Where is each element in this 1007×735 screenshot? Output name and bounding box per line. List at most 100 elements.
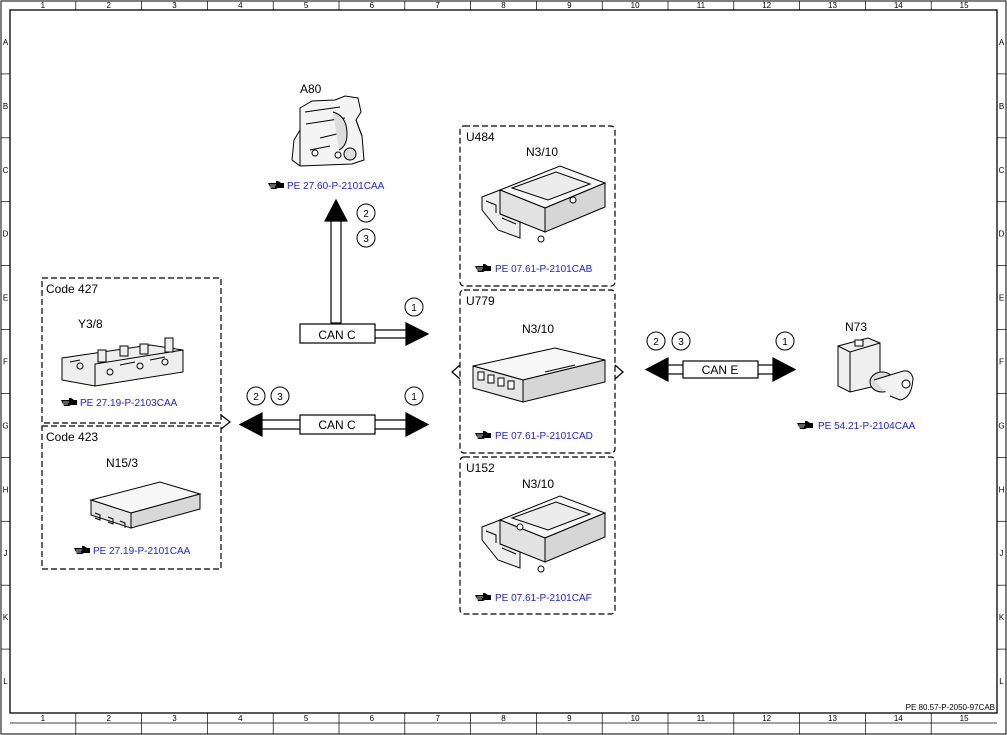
marker-3-a80: 3 [356, 228, 376, 248]
document-reference: PE 80.57-P-2050-97CAB [906, 703, 995, 712]
grid-row-K-right: K [999, 613, 1005, 622]
pointing-hand-icon [474, 592, 492, 602]
can-c-upper-label: CAN C [318, 328, 356, 342]
grid-column-11-top: 11 [697, 1, 706, 10]
grid-row-E-right: E [999, 294, 1004, 303]
u779-reference-link[interactable]: PE 07.61-P-2101CAD [495, 431, 593, 442]
grid-column-9-top: 9 [567, 1, 572, 10]
grid-row-G-right: G [998, 421, 1004, 430]
grid-column-10-bottom: 10 [631, 714, 640, 723]
marker-1-upper: 1 [404, 297, 424, 317]
n15-3-control-unit-image [89, 481, 202, 529]
svg-text:1: 1 [411, 392, 417, 403]
svg-text:2: 2 [653, 337, 659, 348]
middle-dashed-group [459, 125, 616, 615]
n15-3-label: N15/3 [106, 456, 138, 470]
grid-column-2-top: 2 [106, 1, 111, 10]
grid-row-H-left: H [3, 485, 9, 494]
a80-label: A80 [300, 82, 322, 96]
left-group-bracket-tip [220, 414, 231, 430]
grid-row-L-left: L [3, 677, 8, 686]
u484-reference-link[interactable]: PE 07.61-P-2101CAB [495, 264, 593, 275]
can-c-lower-bus [238, 412, 430, 437]
grid-row-F-left: F [3, 358, 8, 367]
n73-ignition-switch-image [837, 337, 914, 401]
can-c-arrow-to-a80 [324, 198, 348, 324]
y3-8-reference-link[interactable]: PE 27.19-P-2103CAA [80, 398, 178, 409]
grid-row-D-right: D [999, 230, 1005, 239]
grid-row-E-left: E [3, 294, 8, 303]
can-e-bus [644, 357, 797, 382]
grid-column-5-bottom: 5 [304, 714, 309, 723]
grid-column-1-top: 1 [41, 1, 46, 10]
n15-3-reference-link[interactable]: PE 27.19-P-2101CAA [93, 546, 191, 557]
u484-n3-10-label: N3/10 [526, 145, 558, 159]
left-dashed-group [41, 277, 222, 570]
code-427-group-label: Code 427 [46, 282, 98, 296]
grid-column-13-bottom: 13 [828, 714, 837, 723]
svg-text:3: 3 [678, 337, 684, 348]
grid-column-14-top: 14 [894, 1, 903, 10]
grid-row-L-right: L [999, 677, 1004, 686]
grid-column-12-bottom: 12 [762, 714, 771, 723]
grid-column-7-top: 7 [435, 1, 440, 10]
pointing-hand-icon [73, 545, 91, 555]
marker-2-lower: 2 [246, 386, 266, 406]
grid-column-15-top: 15 [960, 1, 969, 10]
grid-row-B-left: B [3, 102, 8, 111]
grid-column-12-top: 12 [762, 1, 771, 10]
svg-text:1: 1 [411, 303, 417, 314]
svg-text:2: 2 [253, 392, 259, 403]
grid-row-A-right: A [999, 38, 1005, 47]
grid-row-D-left: D [3, 230, 9, 239]
grid-row-J-right: J [1000, 549, 1004, 558]
n73-reference-link[interactable]: PE 54.21-P-2104CAA [818, 421, 916, 432]
grid-column-2-bottom: 2 [106, 714, 111, 723]
grid-row-A-left: A [3, 38, 9, 47]
u779-n3-10-label: N3/10 [522, 322, 554, 336]
marker-3-lower: 3 [270, 386, 290, 406]
grid-column-6-bottom: 6 [370, 714, 375, 723]
grid-column-11-bottom: 11 [697, 714, 706, 723]
grid-column-1-bottom: 1 [41, 714, 46, 723]
svg-text:1: 1 [782, 337, 788, 348]
grid-column-4-bottom: 4 [238, 714, 243, 723]
u484-group-label: U484 [466, 130, 495, 144]
n73-label: N73 [845, 320, 867, 334]
marker-2-a80: 2 [356, 203, 376, 223]
grid-row-C-left: C [3, 166, 9, 175]
grid-column-markers: 1122334455667788991010111112121313141415… [41, 1, 969, 734]
grid-row-C-right: C [999, 166, 1005, 175]
grid-column-10-top: 10 [631, 1, 640, 10]
u152-n3-10-ecu-image [481, 495, 607, 573]
grid-row-J-left: J [4, 549, 8, 558]
can-c-upper-bus [299, 322, 430, 346]
grid-column-8-bottom: 8 [501, 714, 506, 723]
grid-row-H-right: H [999, 485, 1005, 494]
can-e-label: CAN E [702, 363, 739, 377]
grid-column-4-top: 4 [238, 1, 243, 10]
svg-text:2: 2 [363, 209, 369, 220]
grid-column-9-bottom: 9 [567, 714, 572, 723]
u779-n3-10-ecu-image [472, 347, 606, 403]
grid-column-3-bottom: 3 [172, 714, 177, 723]
y3-8-valve-body-image [61, 337, 184, 387]
pointing-hand-icon [60, 397, 78, 407]
grid-column-8-top: 8 [501, 1, 506, 10]
grid-row-K-left: K [3, 613, 9, 622]
pointing-hand-icon [474, 263, 492, 273]
grid-row-F-right: F [999, 358, 1004, 367]
u152-n3-10-label: N3/10 [522, 477, 554, 491]
middle-group-bracket-right [614, 364, 624, 380]
u152-reference-link[interactable]: PE 07.61-P-2101CAF [495, 593, 592, 604]
a80-reference-link[interactable]: PE 27.60-P-2101CAA [287, 181, 385, 192]
pointing-hand-icon [796, 420, 814, 430]
grid-row-G-left: G [2, 421, 8, 430]
grid-column-15-bottom: 15 [960, 714, 969, 723]
marker-3-can-e: 3 [671, 331, 691, 351]
a80-module-image [291, 95, 365, 167]
u484-n3-10-ecu-image [481, 165, 607, 243]
